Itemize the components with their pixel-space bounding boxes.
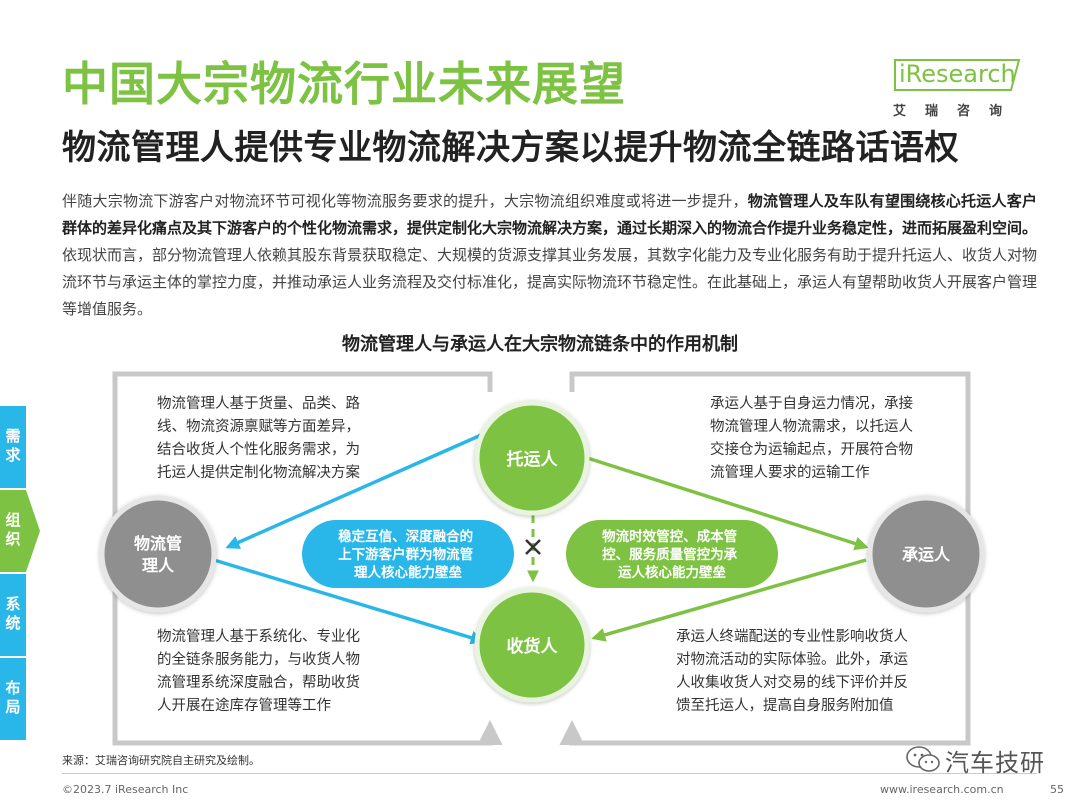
cross-icon [525,539,541,555]
sidebar-tab-system[interactable]: 系统 [0,574,26,656]
node-carrier-label: 承运人 [902,545,951,564]
svg-text:物流时效管控、成本管 控、服务质量管控为承: 物流时效管控、成本管 控、服务质量管控为承 运人核心能力壁垒 [602,528,742,581]
text-top-left-line-2: 线、物流资源禀赋等方面差异， [157,419,360,435]
text-top-left-line-4: 托运人提供定制化物流解决方案 [157,465,360,481]
node-logistics-manager: 物流管 理人 [99,495,217,613]
arrow-shipper-to-manager [225,430,489,549]
text-top-left: 物流管理人基于货量、品类、路 线、物流资源禀赋等方面差异， 结合收货人个性化服务… [157,393,360,485]
diagram-title: 物流管理人与承运人在大宗物流链条中的作用机制 [342,334,738,355]
text-bottom-left-line-1: 物流管理人基于系统化、专业化 [157,629,360,645]
svg-text:稳定互信、深度融合的 上下游客户群为物流管: 稳定互信、深度融合的 上下游客户群为物流管 理人核心能力壁垒 [338,528,478,581]
capsule-right [566,520,778,588]
node-consignee-label: 收货人 [507,636,559,657]
capsule-right-line-3: 运人核心能力壁垒 [618,564,726,581]
footer-divider [62,773,1037,774]
iresearch-logo: iResearch 艾瑞咨询 [893,58,1033,123]
page-number: 55 [1050,783,1064,796]
page-title: 中国大宗物流行业未来展望 [62,57,626,111]
text-bottom-right-line-4: 馈至托运人，提高自身服务附加值 [676,698,894,714]
arrow-shipper-to-carrier [577,453,869,551]
text-bottom-left-line-3: 流管理系统深度融合，帮助收货 [157,675,360,691]
text-bottom-right-line-1: 承运人终端配送的专业性影响收货人 [676,629,908,645]
text-top-right-line-4: 流管理人要求的运输工作 [710,465,870,481]
text-bottom-left-line-2: 的全链条服务能力，与收货人物 [157,652,360,668]
sidebar-tab-layout[interactable]: 布局 [0,658,26,740]
node-manager-label-1: 物流管 [134,534,182,553]
arrow-manager-to-consignee [213,558,485,645]
text-top-left-line-3: 结合收货人个性化服务需求，为 [157,442,360,458]
sidebar-active-arrow-icon [26,490,40,572]
node-manager-label-2: 理人 [142,556,175,575]
capsule-right-line-2: 控、服务质量管控为承 [602,546,737,563]
text-bottom-right-line-3: 人收集收货人对交易的线下评价并反 [676,675,908,691]
text-top-right: 承运人基于自身运力情况，承接 物流管理人物流需求，以托运人 交接仓为运输起点，开… [710,393,913,485]
arrow-carrier-to-consignee [591,558,867,642]
node-consignee: 收货人 [474,587,590,703]
body-text-bold: 物流管理人及车队有望围绕核心托运人客户群体的差异化痛点及其下游客户的个性化物流需… [62,192,1038,237]
body-paragraph: 伴随大宗物流下游客户对物流环节可视化等物流服务要求的提升，大宗物流组织难度或将进… [62,188,1037,323]
sidebar-tab-demand[interactable]: 需求 [0,406,26,488]
page-subtitle: 物流管理人提供专业物流解决方案以提升物流全链路话语权 [62,128,959,168]
source-note: 来源：艾瑞咨询研究院自主研究及绘制。 [62,754,260,767]
capsule-left [302,520,514,588]
capsule-left-line-3: 理人核心能力壁垒 [354,564,462,581]
website-link[interactable]: www.iresearch.com.cn [880,783,1004,796]
text-bottom-left-line-4: 人开展在途库存管理等工作 [157,698,331,714]
logo-subtext: 艾瑞咨询 [893,104,1022,119]
node-shipper: 托运人 [474,400,590,516]
text-bottom-right-line-2: 对物流活动的实际体验。此外，承运 [676,652,908,668]
text-top-right-line-3: 交接仓为运输起点，开展符合物 [710,442,913,458]
wechat-icon [906,746,940,772]
body-text-1: 伴随大宗物流下游客户对物流环节可视化等物流服务要求的提升，大宗物流组织难度或将进… [62,192,748,210]
body-text-2: 依现状而言，部分物流管理人依赖其股东背景获取稳定、大规模的货源支撑其业务发展，其… [62,246,1038,318]
sidebar-tab-organization[interactable]: 组织 [0,490,26,572]
watermark: 汽车技研 [905,743,1055,777]
capsule-left-line-2: 上下游客户群为物流管 [338,546,473,563]
text-bottom-left: 物流管理人基于系统化、专业化 的全链条服务能力，与收货人物 流管理系统深度融合，… [157,626,360,718]
text-bottom-right: 承运人终端配送的专业性影响收货人 对物流活动的实际体验。此外，承运 人收集收货人… [676,626,908,718]
watermark-text: 汽车技研 [945,749,1045,777]
logo-text: iResearch [899,60,1016,88]
node-carrier: 承运人 [867,495,985,613]
capsule-left-line-1: 稳定互信、深度融合的 [338,528,473,545]
logo-badge-icon [894,59,1021,91]
copyright: ©2023.7 iResearch Inc [62,783,189,796]
capsule-right-line-1: 物流时效管控、成本管 [602,528,737,545]
node-shipper-label: 托运人 [507,449,559,470]
text-top-right-line-1: 承运人基于自身运力情况，承接 [710,396,913,412]
text-top-left-line-1: 物流管理人基于货量、品类、路 [157,396,360,412]
text-top-right-line-2: 物流管理人物流需求，以托运人 [710,419,913,435]
